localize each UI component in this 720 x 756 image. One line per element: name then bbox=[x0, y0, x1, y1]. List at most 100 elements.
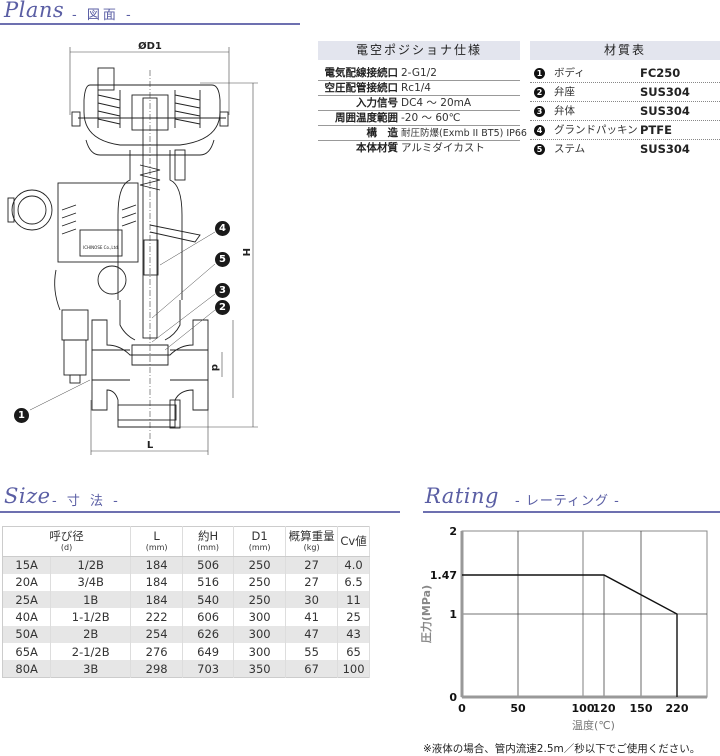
spec-value: -20 ～ 60℃ bbox=[401, 112, 461, 124]
y-tick-label: 1.47 bbox=[430, 569, 457, 582]
size-cell: 65 bbox=[337, 642, 370, 661]
size-cell: 254 bbox=[130, 625, 184, 643]
size-cell: 1-1/2B bbox=[50, 608, 132, 626]
size-cell: 540 bbox=[182, 591, 235, 609]
size-cell: 100 bbox=[337, 660, 370, 678]
col-weight: 概算重量(kg) bbox=[285, 526, 339, 557]
part-material: SUS304 bbox=[640, 142, 690, 156]
x-tick-label: 50 bbox=[510, 702, 526, 715]
size-cell: 276 bbox=[130, 642, 184, 661]
col-label: D1 bbox=[251, 528, 268, 543]
size-cell: 300 bbox=[233, 608, 287, 626]
size-cell: 67 bbox=[285, 660, 339, 678]
part-number: 3 bbox=[534, 106, 545, 117]
col-d1: D1(mm) bbox=[233, 526, 287, 557]
x-tick-label: 120 bbox=[593, 702, 616, 715]
x-tick-label: 0 bbox=[458, 702, 466, 715]
size-cell: 15A bbox=[2, 556, 52, 574]
size-cell: 250 bbox=[233, 556, 287, 574]
size-cell: 47 bbox=[285, 625, 339, 643]
callout-5: 5 bbox=[215, 252, 230, 267]
spec-label: 入力信号 bbox=[356, 97, 398, 109]
size-cell: 300 bbox=[233, 642, 287, 661]
dim-d-label: d bbox=[209, 364, 220, 371]
size-cell: 43 bbox=[337, 625, 370, 643]
rating-title: Rating bbox=[425, 484, 499, 508]
part-material: PTFE bbox=[640, 123, 672, 137]
col-unit: (mm) bbox=[197, 542, 220, 552]
plans-title: Plans bbox=[4, 0, 65, 22]
size-cell: 184 bbox=[130, 573, 184, 592]
part-number: 1 bbox=[534, 68, 545, 79]
size-cell: 606 bbox=[182, 608, 235, 626]
part-material: SUS304 bbox=[640, 104, 690, 118]
col-label: Cv値 bbox=[340, 534, 367, 548]
dimension-lines bbox=[69, 47, 258, 455]
size-cell: 506 bbox=[182, 556, 235, 574]
x-tick-label: 220 bbox=[666, 702, 689, 715]
size-cell: 250 bbox=[233, 591, 287, 609]
size-cell: 2-1/2B bbox=[50, 642, 132, 661]
size-cell: 11 bbox=[337, 591, 370, 609]
size-cell: 3/4B bbox=[50, 573, 132, 592]
y-tick-label: 2 bbox=[449, 525, 457, 538]
size-title: Size bbox=[4, 484, 51, 508]
spec-label: 空圧配管接続口 bbox=[324, 82, 399, 94]
size-cell: 516 bbox=[182, 573, 235, 592]
part-name: グランドパッキン bbox=[554, 124, 638, 136]
part-name: 弁座 bbox=[554, 86, 575, 98]
y-axis-label: 圧力(MPa) bbox=[419, 585, 433, 643]
actuator bbox=[71, 67, 229, 156]
size-cell: 55 bbox=[285, 642, 339, 661]
col-label: L bbox=[153, 528, 160, 543]
valve-drawing: ICHINOSE Co.,Ltd. ØD1 L H d bbox=[7, 40, 258, 455]
size-cell: 300 bbox=[233, 625, 287, 643]
col-unit: (kg) bbox=[303, 542, 320, 552]
callout-3: 3 bbox=[215, 283, 230, 298]
size-cell: 350 bbox=[233, 660, 287, 678]
size-subtitle: - 寸 法 - bbox=[52, 494, 121, 509]
callout-4: 4 bbox=[215, 221, 230, 236]
part-number: 4 bbox=[534, 125, 545, 136]
size-cell: 184 bbox=[130, 591, 184, 609]
col-cv: Cv値 bbox=[337, 526, 370, 557]
part-name: ボディ bbox=[554, 67, 585, 79]
callout-2: 2 bbox=[215, 300, 230, 315]
size-cell: 50A bbox=[2, 625, 52, 643]
size-cell: 250 bbox=[233, 573, 287, 592]
rating-rule bbox=[423, 511, 720, 513]
size-table: 呼び径(d) L(mm) 約H(mm) D1(mm) 概算重量(kg) Cv値 … bbox=[2, 526, 370, 679]
size-table-header: 呼び径(d) L(mm) 約H(mm) D1(mm) 概算重量(kg) Cv値 bbox=[2, 526, 370, 557]
col-label: 概算重量 bbox=[288, 528, 335, 543]
rating-subtitle: - レーティング - bbox=[515, 494, 620, 509]
part-name: ステム bbox=[554, 143, 586, 155]
size-cell: 626 bbox=[182, 625, 235, 643]
y-tick-label: 0 bbox=[449, 691, 457, 704]
spec-row: 本体材質アルミダイカスト bbox=[318, 141, 520, 156]
part-name: 弁体 bbox=[554, 105, 575, 117]
size-cell: 30 bbox=[285, 591, 339, 609]
col-h: 約H(mm) bbox=[182, 526, 235, 557]
col-label: 約H bbox=[198, 528, 219, 543]
x-tick-label: 150 bbox=[630, 702, 653, 715]
material-row: 3 弁体 SUS304 bbox=[530, 102, 720, 121]
part-number: 2 bbox=[534, 87, 545, 98]
size-cell: 25 bbox=[337, 608, 370, 626]
spec-value: 2-G1/2 bbox=[401, 67, 437, 79]
col-unit: (mm) bbox=[248, 542, 271, 552]
spec-label: 構 造 bbox=[366, 127, 399, 139]
dim-d1-label: ØD1 bbox=[138, 40, 162, 52]
size-cell: 1B bbox=[50, 591, 132, 609]
rating-line bbox=[462, 574, 678, 697]
